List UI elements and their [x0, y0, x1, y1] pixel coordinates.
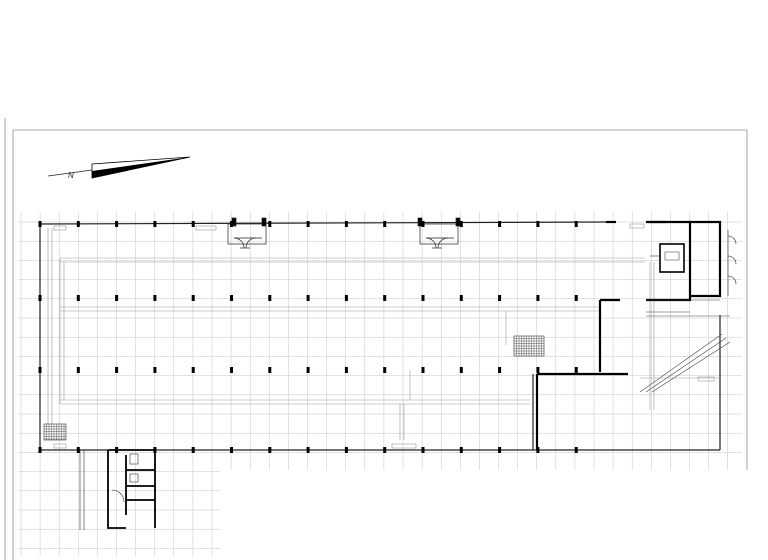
column	[498, 447, 502, 453]
column	[344, 367, 348, 373]
column	[536, 295, 540, 301]
column	[459, 221, 463, 227]
column	[306, 447, 310, 453]
column	[574, 367, 578, 373]
column	[574, 295, 578, 301]
lower-left-wing	[107, 449, 156, 529]
room-tags	[53, 223, 715, 449]
column	[459, 447, 463, 453]
column	[459, 295, 463, 301]
column	[344, 221, 348, 227]
column	[268, 367, 272, 373]
mechanical-hatch-right	[513, 335, 545, 357]
column	[536, 447, 540, 453]
column	[498, 221, 502, 227]
column	[383, 367, 387, 373]
column	[191, 447, 195, 453]
column	[76, 447, 80, 453]
column	[306, 295, 310, 301]
column	[153, 367, 157, 373]
column	[38, 447, 42, 453]
column	[344, 447, 348, 453]
column	[76, 221, 80, 227]
column	[498, 367, 502, 373]
column	[76, 295, 80, 301]
column	[459, 367, 463, 373]
column	[191, 367, 195, 373]
column	[191, 221, 195, 227]
column	[383, 221, 387, 227]
column	[268, 295, 272, 301]
column	[230, 221, 233, 227]
column	[115, 221, 119, 227]
elevator-core	[650, 243, 685, 273]
column	[498, 295, 502, 301]
column	[115, 447, 119, 453]
column	[38, 221, 42, 227]
column	[268, 221, 272, 227]
column	[230, 447, 233, 453]
column	[421, 367, 425, 373]
column	[230, 367, 233, 373]
column	[421, 447, 425, 453]
building-outline	[39, 221, 721, 451]
column	[115, 367, 119, 373]
column	[574, 447, 578, 453]
column	[383, 447, 387, 453]
column	[153, 221, 157, 227]
north-arrow: N	[47, 156, 191, 180]
column-markers	[38, 221, 578, 453]
column	[38, 295, 42, 301]
column	[344, 295, 348, 301]
column	[115, 295, 119, 301]
column	[421, 221, 425, 227]
column	[536, 367, 540, 373]
lower-left-wing-details	[79, 450, 139, 530]
column	[421, 295, 425, 301]
column	[306, 221, 310, 227]
sheet-frame	[4, 118, 748, 560]
heavy-walls	[535, 220, 722, 450]
column	[38, 367, 42, 373]
column	[536, 221, 540, 227]
column	[383, 295, 387, 301]
column	[191, 295, 195, 301]
column	[268, 447, 272, 453]
column	[153, 447, 157, 453]
column	[306, 367, 310, 373]
mechanical-hatch-left	[43, 423, 67, 441]
column	[230, 295, 233, 301]
column	[153, 295, 157, 301]
aisle-lines	[47, 228, 720, 440]
column	[574, 221, 578, 227]
north-arrow-label: N	[68, 171, 74, 180]
ramp	[639, 299, 731, 393]
right-doors	[727, 230, 737, 296]
column	[76, 367, 80, 373]
stair-core-left	[227, 217, 267, 249]
